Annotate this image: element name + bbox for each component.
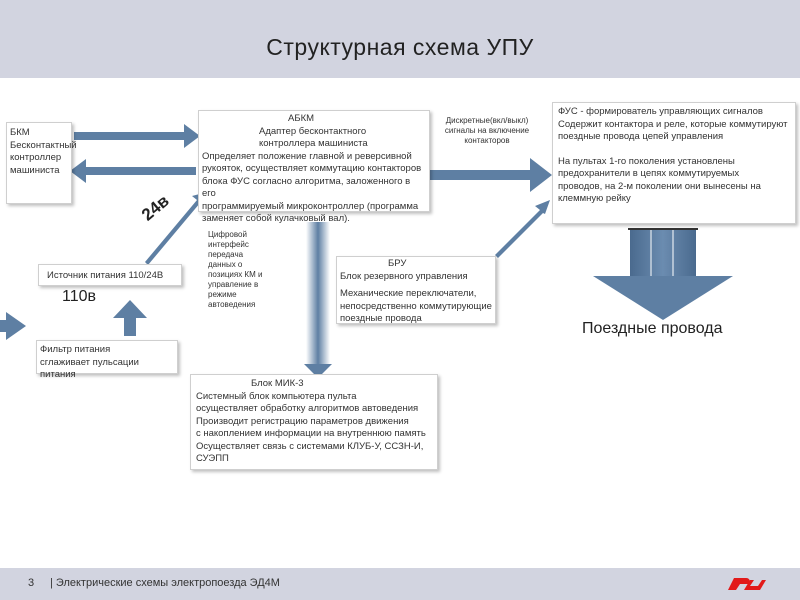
fus-line-7: проводов, на 2-м поколении они вынесены … — [558, 180, 761, 192]
box-mik: Блок МИК-3 Системный блок компьютера пул… — [190, 374, 438, 470]
mik-line-5: Осуществляет связь с системами КЛУБ-У, С… — [196, 440, 424, 452]
filter-line-2: сглаживает пульсации питания — [40, 356, 139, 381]
page-number: 3 — [28, 577, 35, 589]
abkm-line-6: программируемый микроконтроллер (програм… — [202, 200, 419, 212]
footer-bar: 3 | Электрические схемы электропоезда ЭД… — [0, 568, 800, 600]
arrow-abkm-to-bkm — [70, 159, 196, 183]
mik-line-6: СУЭПП — [196, 453, 229, 464]
arrow-bru-to-fus — [495, 200, 550, 258]
digital-line-6: управление в — [208, 280, 259, 289]
arrow-power-to-abkm — [145, 192, 207, 265]
digital-line-4: данных о — [208, 260, 243, 269]
bkm-line-3: контроллер — [10, 152, 62, 163]
digital-line-3: передача — [208, 250, 244, 259]
digital-line-1: Цифровой — [208, 230, 247, 239]
bkm-line-4: машиниста — [10, 164, 60, 176]
box-bkm: БКМ Бесконтактный контроллер машиниста — [6, 122, 77, 204]
mik-line-3: Производит регистрацию параметров движен… — [196, 415, 409, 427]
label-discrete-signals: Дискретные(вкл/выкл) сигналы на включени… — [430, 116, 544, 146]
filter-line-1: Фильтр питания — [40, 344, 111, 355]
page-title: Структурная схема УПУ — [266, 34, 534, 60]
arrow-110v-input — [0, 312, 26, 340]
bru-line-3: Механические переключатели, — [340, 288, 477, 299]
bru-line-5: поездные провода — [340, 313, 422, 324]
digital-line-2: интерфейс — [208, 240, 249, 249]
arrow-bkm-to-abkm — [74, 124, 200, 148]
label-digital-interface: Цифровой интерфейс передача данных о поз… — [208, 230, 288, 310]
label-110v: 110в — [62, 288, 97, 305]
mik-title: Блок МИК-3 — [251, 378, 304, 389]
header-bar — [0, 0, 800, 78]
arrow-up-to-power — [113, 300, 147, 336]
digital-line-5: позициях КМ и — [208, 270, 263, 279]
mik-line-2: осуществляет обработку алгоритмов автове… — [196, 403, 419, 414]
bru-line-1: Блок резервного управления — [340, 270, 468, 282]
label-train-wires: Поездные провода — [582, 320, 723, 337]
fus-line-5: На пультах 1-го поколения установлены — [558, 155, 735, 167]
abkm-line-5: блока ФУС согласно алгоритма, заложенног… — [202, 175, 411, 200]
fus-line-3: поездные провода цепей управления — [558, 131, 724, 142]
abkm-line-3: Определяет положение главной и реверсивн… — [202, 150, 412, 162]
arrow-fus-to-wires — [630, 230, 696, 276]
fus-line-2: Содержит контактора и реле, которые комм… — [558, 118, 788, 130]
mik-line-4: с накоплением информации на внутреннюю п… — [196, 428, 426, 439]
arrow-abkm-to-fus — [430, 158, 552, 192]
bru-line-4: непосредственно коммутирующие — [340, 300, 492, 312]
footer-text: | Электрические схемы электропоезда ЭД4М — [50, 577, 280, 589]
mik-line-1: Системный блок компьютера пульта — [196, 390, 357, 402]
discrete-line-3: контакторов — [464, 136, 510, 145]
power-label: Источник питания 110/24В — [47, 270, 164, 281]
fus-line-1: ФУС - формирователь управляющих сигналов — [558, 106, 763, 117]
rzd-logo — [728, 578, 766, 590]
box-fus: ФУС - формирователь управляющих сигналов… — [552, 102, 796, 224]
box-filter: Фильтр питания сглаживает пульсации пита… — [36, 340, 178, 380]
bkm-line-1: БКМ — [10, 127, 30, 138]
abkm-line-4: рукояток, осуществляет коммутацию контак… — [202, 163, 422, 174]
digital-line-8: автоведения — [208, 300, 256, 309]
digital-line-7: режиме — [208, 290, 237, 299]
arrow-abkm-mik-link — [306, 222, 330, 364]
box-bru: БРУ Блок резервного управления Механичес… — [336, 256, 496, 324]
fus-line-6: предохранители в цепях коммутируемых — [558, 168, 740, 179]
fus-line-8: клеммную рейку — [558, 193, 631, 204]
box-power-source: Источник питания 110/24В — [38, 264, 182, 286]
abkm-line-1: Адаптер бесконтактного — [259, 125, 367, 137]
discrete-line-1: Дискретные(вкл/выкл) — [445, 116, 529, 125]
fus-line-4 — [558, 144, 790, 156]
abkm-line-2: контроллера машиниста — [259, 138, 368, 149]
bru-title: БРУ — [388, 258, 407, 269]
discrete-line-2: сигналы на включение — [444, 126, 530, 135]
box-abkm: АБКМ Адаптер бесконтактного контроллера … — [198, 110, 430, 224]
abkm-line-7: заменяет собой кулачковый вал). — [202, 213, 350, 224]
abkm-title: АБКМ — [288, 113, 315, 124]
bkm-line-2: Бесконтактный — [10, 139, 77, 151]
